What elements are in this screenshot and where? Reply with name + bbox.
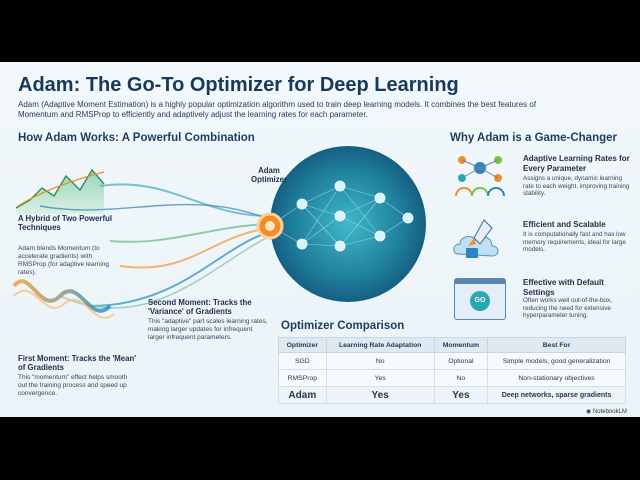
first-moment-title: First Moment: Tracks the 'Mean' of Gradi… xyxy=(18,354,137,372)
stream-1 xyxy=(99,183,271,217)
stream-3 xyxy=(119,227,271,269)
table-cell: Yes xyxy=(325,386,435,404)
hybrid-title: A Hybrid of Two Powerful Techniques xyxy=(18,214,112,232)
first-moment-text: This "momentum" effect helps smooth out … xyxy=(18,374,128,397)
feature-2-text: It is computationally fast and has low m… xyxy=(523,231,626,254)
table-row: RMSProp Yes No Non-stationary objectives xyxy=(278,369,626,387)
adam-core-center xyxy=(265,221,275,231)
network-connections xyxy=(269,185,409,247)
page-title: Adam: The Go-To Optimizer for Deep Learn… xyxy=(18,74,459,96)
go-window-icon: GO xyxy=(454,278,506,320)
hybrid-text: Adam blends Momentum (to accelerate grad… xyxy=(18,245,110,276)
neural-network-orb xyxy=(270,146,426,302)
table-cell: RMSProp xyxy=(278,369,327,387)
table-cell: Optional xyxy=(433,352,489,370)
stream-6 xyxy=(39,203,271,221)
rocket-cloud-icon xyxy=(453,219,499,258)
why-heading: Why Adam is a Game-Changer xyxy=(450,132,618,144)
feature-2-title: Efficient and Scalable xyxy=(523,220,606,229)
table-cell: Deep networks, sparse gradients xyxy=(487,386,626,404)
table-cell: Yes xyxy=(325,369,435,387)
stream-4 xyxy=(89,231,271,307)
stream-2 xyxy=(109,223,271,243)
table-row-adam: Adam Yes Yes Deep networks, sparse gradi… xyxy=(278,386,626,404)
how-heading: How Adam Works: A Powerful Combination xyxy=(18,132,255,144)
intro-text: Adam (Adaptive Moment Estimation) is a h… xyxy=(18,100,537,119)
first-moment-wave-2 xyxy=(13,289,115,319)
adaptive-rates-icon xyxy=(455,156,505,197)
branding-label: NotebookLM xyxy=(592,409,627,415)
col-lr-adaptation: Learning Rate Adaptation xyxy=(325,337,435,353)
momentum-curve xyxy=(17,171,105,207)
infographic: Adam: The Go-To Optimizer for Deep Learn… xyxy=(0,62,640,417)
second-moment-text: This "adaptive" part scales learning rat… xyxy=(148,318,268,341)
second-moment-title: Second Moment: Tracks the 'Variance' of … xyxy=(148,298,252,316)
go-button-icon: GO xyxy=(470,291,490,311)
adam-flow-illustration xyxy=(12,146,426,319)
col-optimizer: Optimizer xyxy=(278,337,327,353)
table-header-row: Optimizer Learning Rate Adaptation Momen… xyxy=(278,337,626,353)
feature-3-text: Often works well out-of-the-box, reducin… xyxy=(523,297,612,320)
comparison-table: Optimizer Learning Rate Adaptation Momen… xyxy=(278,337,626,404)
optimizer-label: Adam Optimizer xyxy=(251,166,287,184)
gradient-chart-area xyxy=(16,170,104,214)
feature-1-text: Assigns a unique, dynamic learning rate … xyxy=(523,175,630,198)
comparison-heading: Optimizer Comparison xyxy=(281,320,405,332)
feature-1-title: Adaptive Learning Rates for Every Parame… xyxy=(523,154,630,173)
table-cell: No xyxy=(325,352,435,370)
col-best-for: Best For xyxy=(487,337,626,353)
notebooklm-logo: ◉ NotebookLM xyxy=(586,409,627,415)
table-cell: SGD xyxy=(278,352,327,370)
col-momentum: Momentum xyxy=(433,337,489,353)
table-cell: Yes xyxy=(433,386,489,404)
table-cell: No xyxy=(433,369,489,387)
table-cell: Non-stationary objectives xyxy=(487,369,626,387)
feature-3-title: Effective with Default Settings xyxy=(523,278,604,297)
table-cell: Adam xyxy=(278,386,327,404)
table-cell: Simple models, good generalization xyxy=(487,352,626,370)
table-row: SGD No Optional Simple models, good gene… xyxy=(278,352,626,370)
first-moment-wave xyxy=(12,279,112,313)
network-nodes xyxy=(296,180,414,252)
